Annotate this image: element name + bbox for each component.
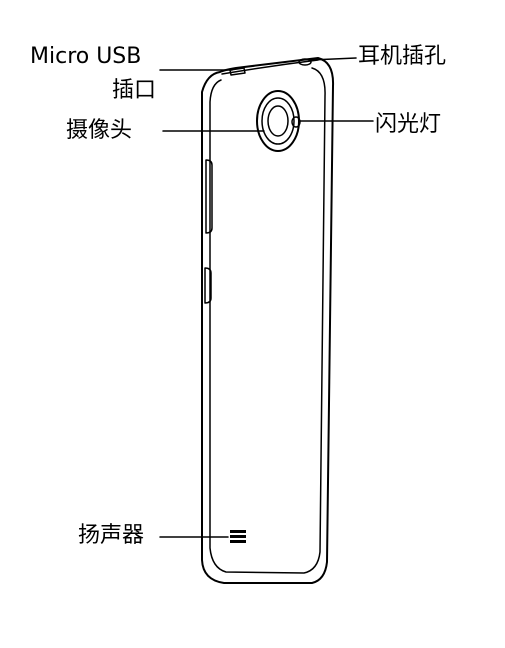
camera-outer-ring: [256, 90, 300, 152]
camera-lens: [267, 105, 289, 137]
camera-middle-ring: [261, 97, 295, 145]
power-key: [204, 267, 212, 304]
volume-key: [205, 159, 213, 234]
label-earphone-jack: 耳机插孔: [358, 44, 447, 69]
phone-body-outline: [201, 57, 335, 584]
label-camera: 摄像头: [66, 118, 133, 143]
label-flash: 闪光灯: [375, 112, 442, 137]
label-micro-usb-port: 插口: [112, 78, 157, 103]
speaker-grille: [230, 530, 246, 543]
micro-usb-port: [229, 67, 246, 76]
top-edge-seam: [221, 59, 319, 75]
label-micro-usb: Micro USB: [30, 44, 142, 69]
flash-led: [291, 116, 301, 128]
leader-line-earphone: [310, 57, 357, 61]
back-panel-edge: [209, 67, 326, 574]
earphone-jack: [298, 58, 312, 66]
label-speaker: 扬声器: [78, 523, 145, 548]
